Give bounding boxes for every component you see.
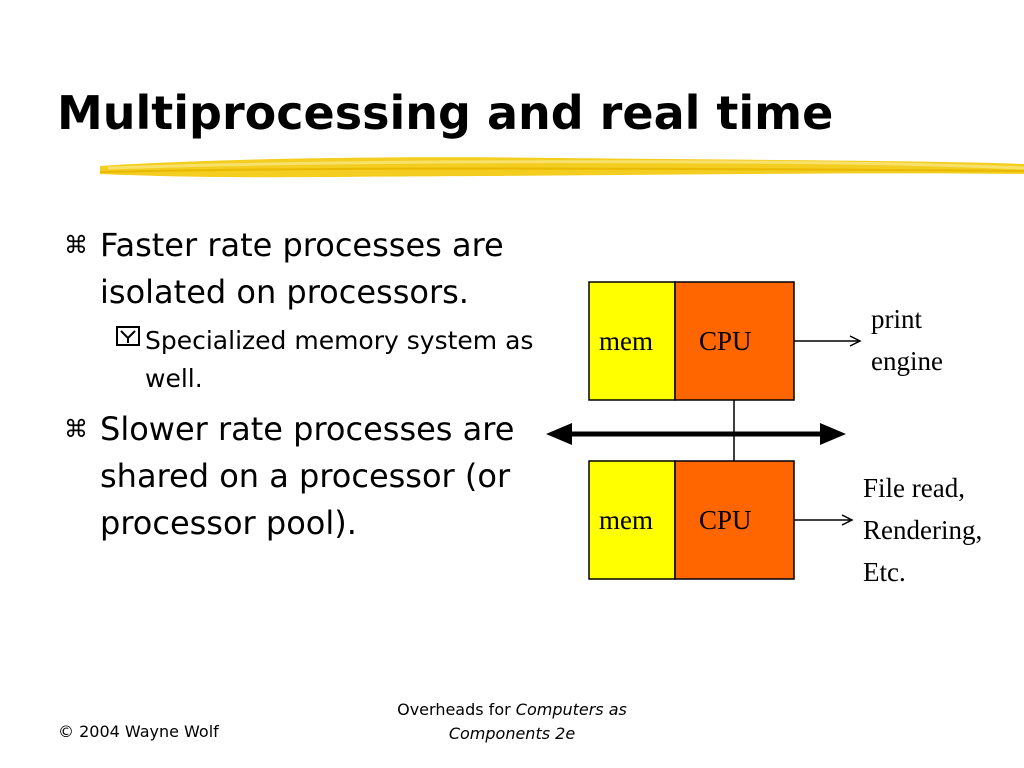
title-underline-brush [100,157,1024,178]
top-output-line: print [871,304,922,334]
footer-overheads-line1: Overheads for Computers as [362,698,662,722]
top-mem-label: mem [599,326,653,356]
y-checkbox-icon [116,322,142,360]
top-output-line: engine [871,346,943,376]
bullet-text: Faster rate processes are isolated on pr… [100,226,504,311]
page-title: Multiprocessing and real time [57,86,834,140]
footer-book-title-2: Components 2e [448,724,576,743]
footer-copyright: © 2004 Wayne Wolf [58,722,219,741]
bottom-output-line: Etc. [863,557,906,587]
top-cpu-label: CPU [699,326,752,356]
footer-overheads-line2: Components 2e [362,722,662,746]
bullet-list: ⌘ Faster rate processes are isolated on … [64,222,534,553]
bottom-mem-box [588,460,676,580]
bottom-output-line: Rendering, [863,515,983,545]
top-output-label: print engine [871,298,943,382]
bottom-cpu-label: CPU [699,505,752,535]
top-mem-box [588,281,676,401]
bullet-item: ⌘ Faster rate processes are isolated on … [64,222,534,316]
command-icon: ⌘ [64,231,88,259]
bullet-item: ⌘ Slower rate processes are shared on a … [64,406,534,547]
bus-left-arrowhead [546,423,572,445]
bullet-text: Slower rate processes are shared on a pr… [100,410,515,542]
bottom-output-label: File read, Rendering, Etc. [863,467,982,593]
bus-right-arrowhead [820,423,846,445]
footer-overheads-prefix: Overheads for [397,700,516,719]
sub-bullet-text: Specialized memory system as well. [145,326,534,393]
footer-book-title-1: Computers as [515,700,627,719]
bottom-mem-label: mem [599,505,653,535]
footer-overheads: Overheads for Computers as Components 2e [362,698,662,746]
bottom-cpu-box [674,460,795,580]
top-output-arrowhead [849,335,862,347]
bottom-output-arrowhead [841,514,854,526]
bottom-output-line: File read, [863,473,965,503]
command-icon: ⌘ [64,415,88,443]
sub-bullet-item: Specialized memory system as well. [64,322,534,398]
